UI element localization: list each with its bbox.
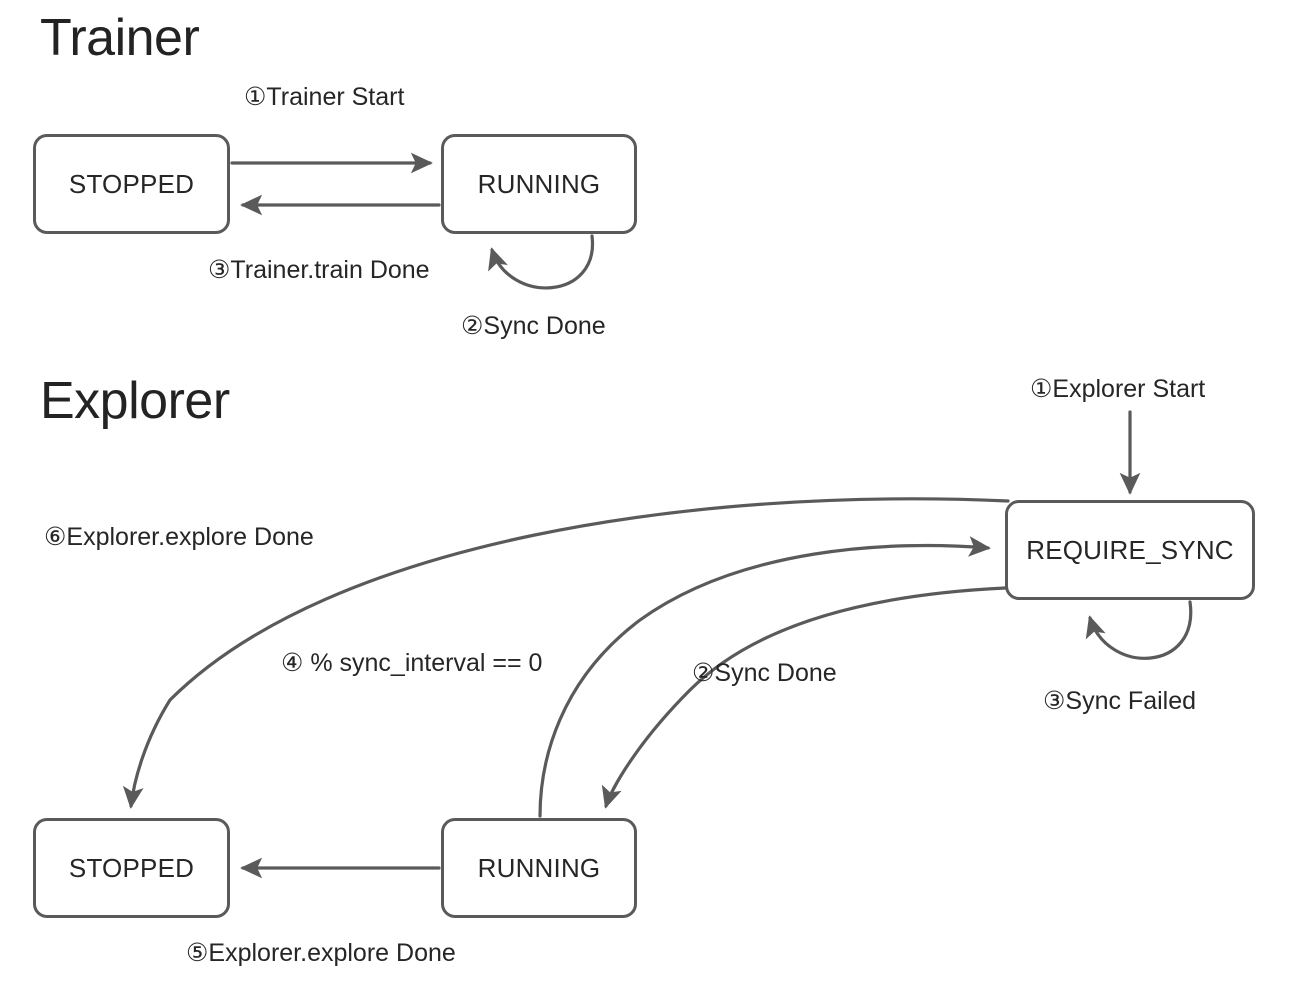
- edge-explorer-explore-done-from-require-sync: [122, 497, 1010, 809]
- state-explorer-running[interactable]: RUNNING: [441, 818, 637, 918]
- state-explorer-stopped[interactable]: STOPPED: [33, 818, 230, 918]
- edge-label-explorer-sync-interval: ④ % sync_interval == 0: [281, 649, 543, 677]
- edge-explorer-sync-interval: [538, 536, 991, 818]
- edge-label-trainer-start: ①Trainer Start: [244, 83, 405, 111]
- section-title-trainer: Trainer: [40, 9, 200, 67]
- edge-label-trainer-train-done: ③Trainer.train Done: [208, 256, 430, 284]
- edge-trainer-sync-done-selfloop: [488, 234, 594, 290]
- edge-label-trainer-sync-done: ②Sync Done: [461, 312, 606, 340]
- edge-explorer-sync-failed-selfloop: [1085, 600, 1193, 660]
- state-explorer-require-sync[interactable]: REQUIRE_SYNC: [1005, 500, 1255, 600]
- edge-label-explorer-sync-done: ②Sync Done: [692, 659, 837, 687]
- state-trainer-stopped[interactable]: STOPPED: [33, 134, 230, 234]
- state-trainer-running[interactable]: RUNNING: [441, 134, 637, 234]
- edge-label-explorer-start: ①Explorer Start: [1030, 375, 1206, 403]
- state-label: REQUIRE_SYNC: [1026, 534, 1234, 565]
- edge-label-explorer-explore-done-from-require-sync: ⑥Explorer.explore Done: [44, 523, 314, 551]
- state-label: STOPPED: [68, 168, 195, 199]
- edge-explorer-sync-done: [601, 586, 1007, 809]
- state-label: STOPPED: [68, 852, 195, 883]
- edge-label-explorer-sync-failed: ③Sync Failed: [1043, 687, 1197, 715]
- section-title-explorer: Explorer: [40, 372, 230, 430]
- state-label: RUNNING: [477, 852, 601, 883]
- edge-label-explorer-explore-done-from-running: ⑤Explorer.explore Done: [186, 939, 456, 967]
- state-label: RUNNING: [477, 168, 601, 199]
